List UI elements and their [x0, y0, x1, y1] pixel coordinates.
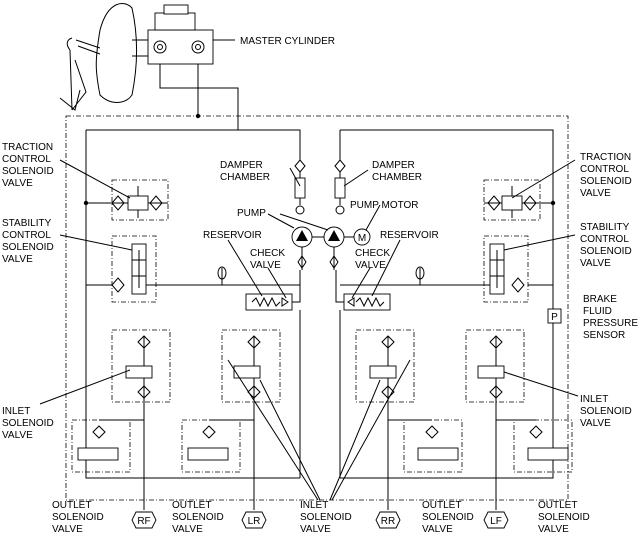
outlet-1-label: OUTLET SOLENOID VALVE — [52, 500, 106, 535]
wheel-markers: RF LR RR LF — [131, 511, 509, 529]
wheel-rr: RR — [381, 516, 395, 527]
check-left-label: CHECK VALVE — [250, 248, 288, 271]
hydraulic-unit-housing — [65, 115, 569, 501]
brake-booster-assembly — [59, 3, 235, 111]
inlet-left-label: INLET SOLENOID VALVE — [2, 406, 56, 441]
motor-symbol: M — [358, 233, 366, 244]
stability-right-label: STABILITY CONTROL SOLENOID VALVE — [580, 222, 634, 269]
wheel-rf: RF — [137, 516, 150, 527]
wheel-lr: LR — [248, 516, 261, 527]
pressure-sensor: P — [547, 308, 562, 324]
outlet-3-label: OUTLET SOLENOID VALVE — [422, 500, 476, 535]
outlet-valves — [71, 419, 573, 473]
traction-valve-right — [483, 179, 556, 221]
stability-valve-right — [340, 235, 553, 303]
traction-right-label: TRACTION CONTROL SOLENOID VALVE — [580, 152, 634, 199]
reservoir-right — [343, 293, 391, 311]
inlet-right-label: INLET SOLENOID VALVE — [580, 394, 634, 429]
sensor-symbol: P — [551, 312, 558, 323]
damper-left-label: DAMPER CHAMBER — [220, 160, 270, 183]
pump-motor-label: PUMP MOTOR — [350, 200, 419, 211]
outlet-4-label: OUTLET SOLENOID VALVE — [538, 500, 592, 535]
damper-right-label: DAMPER CHAMBER — [372, 160, 422, 183]
damper-chamber-left — [294, 150, 306, 215]
stability-valve-left — [86, 235, 300, 303]
outlet-2-label: OUTLET SOLENOID VALVE — [172, 500, 226, 535]
reservoir-right-label: RESERVOIR — [380, 230, 439, 241]
reservoir-left-label: RESERVOIR — [203, 230, 262, 241]
traction-valve-left — [83, 179, 169, 221]
brake-sensor-label: BRAKE FLUID PRESSURE SENSOR — [583, 294, 641, 341]
inlet-valves — [111, 329, 525, 420]
traction-left-label: TRACTION CONTROL SOLENOID VALVE — [2, 142, 56, 189]
pump-assembly — [291, 226, 354, 270]
stability-left-label: STABILITY CONTROL SOLENOID VALVE — [2, 218, 56, 265]
check-right-label: CHECK VALVE — [355, 248, 393, 271]
inlet-center-label: INLET SOLENOID VALVE — [300, 500, 354, 535]
master-cylinder-label: MASTER CYLINDER — [240, 36, 335, 47]
pump-label: PUMP — [237, 208, 266, 219]
pump-motor: M — [353, 228, 371, 246]
wheel-lf: LF — [490, 516, 502, 527]
damper-chamber-right — [334, 150, 346, 215]
